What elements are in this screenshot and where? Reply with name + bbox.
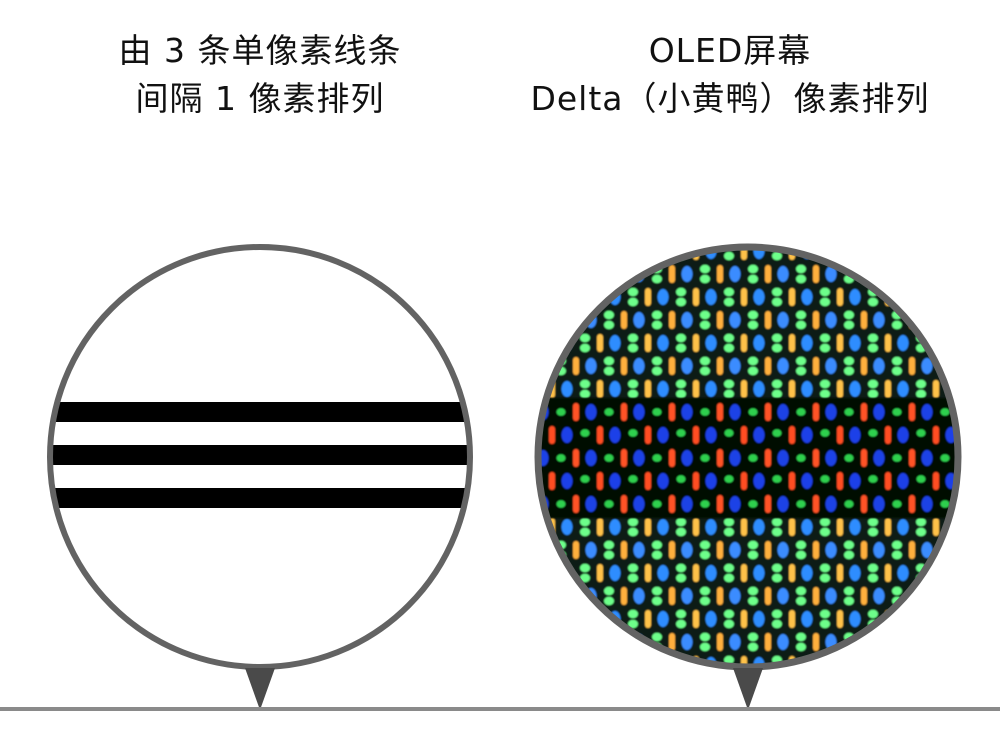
- black-stripes: [50, 402, 470, 508]
- left-magnifier: [43, 240, 477, 714]
- right-caption-line1: OLED屏幕: [648, 31, 812, 70]
- subpixel-grid: [538, 247, 958, 667]
- pointer-triangle-icon: [245, 668, 275, 710]
- oled-subpixel-magnifier-graphic: [534, 243, 962, 710]
- baseline-divider: [0, 707, 1000, 711]
- right-caption-line2: Delta（小黄鸭）像素排列: [530, 79, 930, 118]
- stripes-magnifier-graphic: [47, 244, 473, 710]
- left-caption-line2: 间隔 1 像素排列: [135, 79, 385, 118]
- dark-line-subpixel-region: [538, 398, 958, 518]
- right-magnifier: [531, 240, 965, 714]
- right-caption: OLED屏幕 Delta（小黄鸭）像素排列: [500, 27, 960, 123]
- pointer-triangle-icon: [733, 668, 763, 710]
- left-caption: 由 3 条单像素线条 间隔 1 像素排列: [50, 27, 470, 123]
- left-caption-line1: 由 3 条单像素线条: [118, 31, 402, 70]
